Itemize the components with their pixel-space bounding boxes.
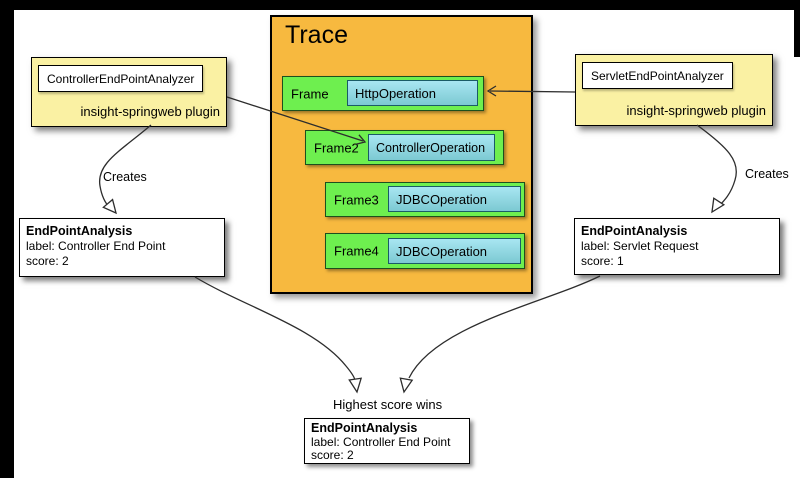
frame-name: Frame4 xyxy=(334,243,379,259)
operation-label: ControllerOperation xyxy=(376,140,486,155)
servlet-endpoint-analysis-box: EndPointAnalysis label: Servlet Request … xyxy=(574,218,780,275)
arrow-left-result-to-winner xyxy=(194,276,363,394)
winner-endpoint-analysis-box: EndPointAnalysis label: Controller End P… xyxy=(304,418,470,464)
epa-label: label: Controller End Point xyxy=(26,239,166,253)
operation-box: JDBCOperation xyxy=(388,186,521,212)
screen-edge-left xyxy=(0,0,14,478)
arrow-creates-right xyxy=(696,124,737,214)
creates-label-right: Creates xyxy=(745,167,789,181)
epa-label: label: Controller End Point xyxy=(311,434,451,449)
epa-score: score: 2 xyxy=(311,448,354,462)
creates-label-left: Creates xyxy=(103,170,147,184)
frame-name: Frame xyxy=(291,86,329,101)
epa-title: EndPointAnalysis xyxy=(311,421,418,435)
servlet-plugin-label: insight-springweb plugin xyxy=(626,103,766,118)
frame-row-1: Frame HttpOperation xyxy=(282,76,484,111)
operation-box: JDBCOperation xyxy=(388,238,521,264)
servlet-analyzer-box: ServletEndPointAnalyzer insight-springwe… xyxy=(575,54,773,126)
controller-endpoint-analysis-box: EndPointAnalysis label: Controller End P… xyxy=(19,218,225,277)
operation-box: HttpOperation xyxy=(347,80,478,106)
epa-score: score: 2 xyxy=(26,254,69,268)
controller-analyzer-box: ControllerEndPointAnalyzer insight-sprin… xyxy=(31,57,227,127)
epa-score: score: 1 xyxy=(581,254,624,268)
trace-title: Trace xyxy=(285,21,348,49)
operation-label: JDBCOperation xyxy=(396,243,488,259)
frame-name: Frame3 xyxy=(334,192,379,207)
frame-row-4: Frame4 JDBCOperation xyxy=(325,233,525,269)
servlet-analyzer-name: ServletEndPointAnalyzer xyxy=(582,62,733,89)
epa-label: label: Servlet Request xyxy=(581,239,699,253)
controller-analyzer-name: ControllerEndPointAnalyzer xyxy=(38,65,204,92)
controller-plugin-label: insight-springweb plugin xyxy=(80,104,220,119)
frame-name: Frame2 xyxy=(314,140,359,155)
screen-edge-right xyxy=(794,0,800,57)
screen-edge-top xyxy=(0,0,800,10)
operation-box: ControllerOperation xyxy=(368,134,495,161)
operation-label: HttpOperation xyxy=(355,85,436,101)
frame-row-3: Frame3 JDBCOperation xyxy=(325,182,525,217)
frame-row-2: Frame2 ControllerOperation xyxy=(305,130,504,165)
epa-title: EndPointAnalysis xyxy=(26,224,133,238)
epa-title: EndPointAnalysis xyxy=(581,224,688,238)
highest-score-label: Highest score wins xyxy=(333,397,443,412)
operation-label: JDBCOperation xyxy=(396,191,488,207)
